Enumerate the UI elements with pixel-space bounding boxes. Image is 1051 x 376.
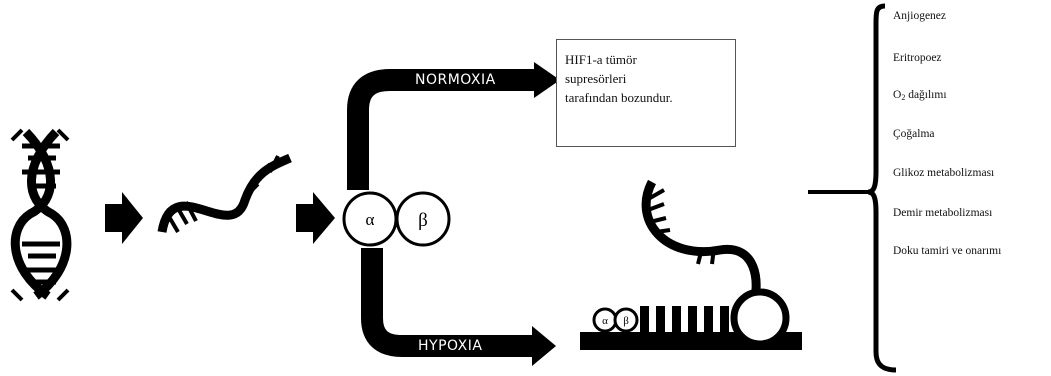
outcome-curly-brace-icon [867,3,897,373]
dna-binding-site-icon [580,306,802,350]
normoxia-info-box: HIF1-a tümör supresörleri tarafından boz… [556,39,736,147]
alpha-subunit-label: α [366,210,375,229]
o2-prefix: O [893,89,902,101]
arrow-1-icon [105,192,143,244]
hypoxia-path-arrow [361,248,556,366]
outcome-glikoz-metabolizmasi: Glikoz metabolizması [893,167,995,179]
outcome-anjiogenez: Anjiogenez [893,10,947,22]
transcription-complex-circle [730,288,790,348]
beta-subunit-label: β [418,210,428,231]
outcome-cogalma: Çoğalma [893,128,935,140]
normoxia-path-arrow [347,62,560,190]
bound-beta-label: β [623,315,629,327]
normoxia-info-line-1: HIF1-a tümör [565,52,637,67]
bound-mrna-strand-icon [641,179,761,312]
o2-subscript: 2 [901,93,906,102]
outcome-doku-tamiri: Doku tamiri ve onarımı [893,245,1002,257]
arrow-2-icon [296,192,335,244]
bound-alpha-label: α [602,315,608,327]
o2-rest: dağılımı [905,89,947,101]
hypoxia-label: HYPOXIA [418,338,483,354]
normoxia-label: NORMOXIA [415,72,496,88]
normoxia-info-line-2: supresörleri [565,71,627,86]
outcome-eritropoez: Eritropoez [893,52,942,64]
bound-beta-circle [613,307,639,333]
beta-subunit-circle [395,191,451,247]
dna-double-helix-icon [10,128,72,302]
normoxia-info-line-3: tarafından bozundur. [565,90,673,105]
outcome-o2-dagilimi: O2 dağılımı [893,89,947,102]
outcome-demir-metabolizmasi: Demir metabolizması [893,207,993,219]
mrna-strand-icon [157,153,292,234]
